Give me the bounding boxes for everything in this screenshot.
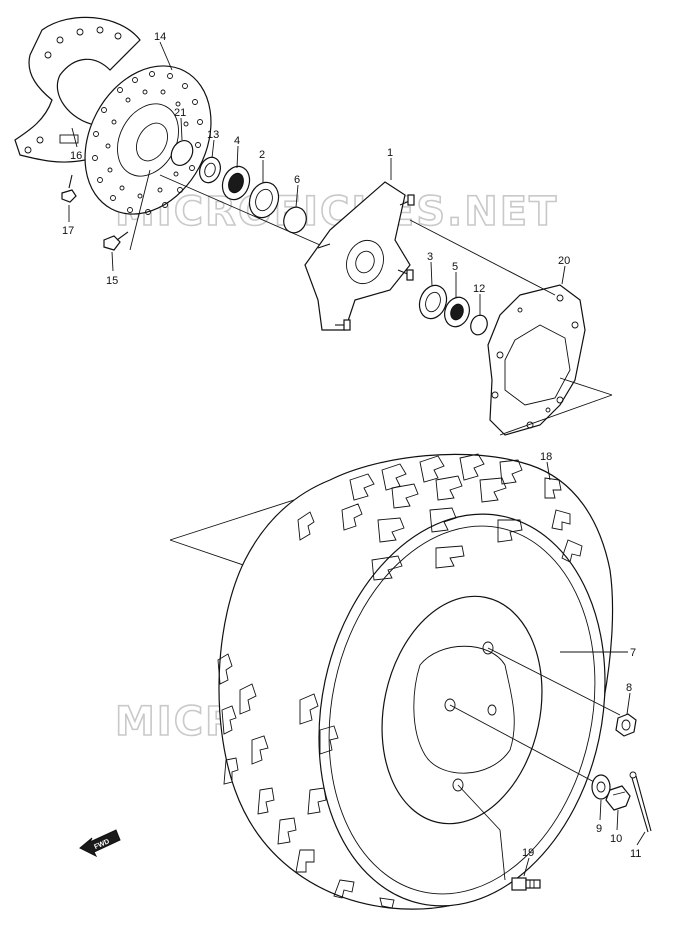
callout-10: 10: [610, 833, 622, 845]
axis-line: [159, 174, 321, 246]
callout-21: 21: [174, 107, 186, 119]
leader-line: [499, 829, 506, 881]
callout-1: 1: [387, 147, 393, 159]
fwd-arrow-icon: FWD: [79, 829, 121, 858]
bearing-2: [248, 181, 280, 219]
castle-nut-10: [605, 785, 631, 811]
valve-19: [511, 877, 541, 891]
bolt-17: [61, 174, 77, 203]
axis-line: [499, 394, 613, 436]
callout-11: 11: [630, 848, 641, 860]
brake-disc: [84, 65, 212, 215]
callout-15: 15: [106, 275, 118, 287]
bolt-15: [103, 231, 129, 251]
spacer-21: [170, 139, 194, 167]
leader-line: [487, 647, 621, 716]
callout-19: 19: [522, 847, 534, 859]
callout-14: 14: [154, 31, 166, 43]
leader-line: [449, 704, 597, 784]
leader-line: [457, 784, 501, 831]
bearing-3: [418, 284, 448, 320]
callout-labels: 1 2 3 4 5 6 7 8 9 10 11 12 13 14 15 16 1…: [62, 31, 641, 860]
tire-tread: [217, 453, 583, 909]
callout-7: 7: [630, 647, 636, 659]
callout-6: 6: [294, 174, 300, 186]
washer-9: [591, 774, 611, 800]
callout-12: 12: [473, 283, 485, 295]
seal-5: [444, 296, 470, 328]
callout-9: 9: [596, 823, 602, 835]
callout-3: 3: [427, 251, 433, 263]
callout-2: 2: [259, 149, 265, 161]
rim: [381, 595, 543, 825]
nut-8: [615, 713, 637, 737]
bearing-4: [221, 165, 251, 201]
brake-disc-cover: [14, 16, 141, 163]
callout-13: 13: [207, 129, 219, 141]
hub-cover-plate: [487, 284, 586, 436]
axis-line: [409, 219, 556, 296]
callout-leaders: [68, 41, 646, 877]
wheel-hub: [304, 181, 415, 331]
callout-18: 18: [540, 451, 552, 463]
callout-4: 4: [234, 135, 240, 147]
callout-5: 5: [452, 261, 458, 273]
spacer-12: [470, 314, 488, 336]
callout-16: 16: [70, 150, 82, 162]
axis-line: [559, 377, 613, 396]
callout-17: 17: [62, 225, 74, 237]
cotter-pin-11: [629, 771, 652, 833]
callout-8: 8: [626, 682, 632, 694]
seal-13: [199, 156, 221, 184]
axis-line: [129, 169, 151, 251]
callout-20: 20: [558, 255, 570, 267]
